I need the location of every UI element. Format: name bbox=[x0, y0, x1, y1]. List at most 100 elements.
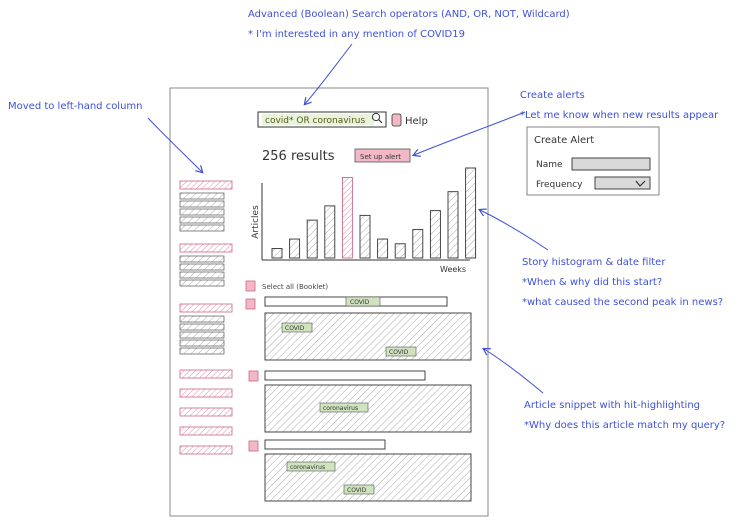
alerts-annotation-note: *Let me know when new results appear bbox=[520, 110, 719, 121]
filter-option[interactable] bbox=[179, 224, 225, 232]
hit-text: COVID bbox=[389, 349, 409, 356]
left-column-annotation-title: Moved to left-hand column bbox=[8, 101, 143, 112]
hit-highlight bbox=[319, 402, 369, 413]
help-icon bbox=[391, 113, 402, 127]
frequency-label: Frequency bbox=[536, 180, 583, 190]
y-axis-label: Articles bbox=[251, 205, 261, 239]
name-label: Name bbox=[536, 160, 563, 170]
alerts-arrow bbox=[414, 111, 526, 155]
filter-heading bbox=[179, 369, 233, 379]
filter-option[interactable] bbox=[179, 339, 225, 347]
snippet-annotation-note: *Why does this article match my query? bbox=[524, 420, 726, 431]
result-item[interactable]: coronavirus COVID bbox=[248, 439, 472, 502]
filter-option[interactable] bbox=[179, 279, 225, 287]
result-item[interactable]: coronavirus bbox=[248, 370, 472, 433]
alerts-annotation: Create alerts *Let me know when new resu… bbox=[520, 86, 718, 126]
histogram-bar[interactable] bbox=[306, 219, 318, 259]
result-checkbox[interactable] bbox=[248, 440, 259, 452]
hit-text: coronavirus bbox=[323, 405, 358, 412]
filter-heading bbox=[179, 243, 233, 253]
search-annotation-note: * I'm interested in any mention of COVID… bbox=[248, 29, 465, 40]
search-icon[interactable] bbox=[371, 112, 383, 124]
hit-highlight bbox=[281, 322, 313, 333]
search-query: covid* OR coronavirus bbox=[265, 116, 365, 126]
histogram-bar[interactable] bbox=[394, 243, 406, 259]
chevron-down-icon bbox=[635, 180, 646, 187]
hit-highlight bbox=[345, 296, 381, 307]
annotation-arrows bbox=[147, 43, 549, 394]
filter-option[interactable] bbox=[179, 200, 225, 208]
search-box[interactable]: covid* OR coronavirus bbox=[257, 111, 387, 128]
histogram-bar[interactable] bbox=[341, 177, 353, 259]
histogram-bar[interactable] bbox=[271, 248, 283, 259]
filter-option[interactable] bbox=[179, 192, 225, 200]
histogram-bar[interactable] bbox=[289, 238, 301, 259]
histogram-bar[interactable] bbox=[429, 210, 441, 259]
filter-heading bbox=[179, 303, 233, 313]
histogram-bar[interactable] bbox=[377, 238, 389, 259]
story-histogram[interactable]: Articles Weeks bbox=[251, 167, 477, 274]
search-annotation: Advanced (Boolean) Search operators (AND… bbox=[248, 5, 570, 45]
result-item[interactable]: COVID COVID COVID bbox=[245, 296, 472, 361]
filter-option[interactable] bbox=[179, 347, 225, 355]
hit-text: COVID bbox=[347, 487, 367, 494]
search-annotation-title: Advanced (Boolean) Search operators (AND… bbox=[248, 9, 570, 20]
left-column-filters bbox=[179, 180, 233, 455]
help-link[interactable]: Help bbox=[391, 113, 428, 127]
hit-text: COVID bbox=[350, 299, 370, 306]
filter-heading bbox=[179, 426, 233, 436]
create-alert-title: Create Alert bbox=[534, 135, 594, 146]
filter-option[interactable] bbox=[179, 323, 225, 331]
left-column-annotation: Moved to left-hand column bbox=[8, 97, 143, 117]
hit-text: COVID bbox=[285, 325, 305, 332]
filter-option[interactable] bbox=[179, 208, 225, 216]
hit-text: coronavirus bbox=[290, 464, 325, 471]
filter-option[interactable] bbox=[179, 331, 225, 339]
histogram-annotation-note-1: *When & why did this start? bbox=[522, 277, 663, 288]
filter-heading bbox=[179, 180, 233, 190]
article-snippet bbox=[264, 312, 472, 361]
hit-highlight bbox=[385, 346, 417, 357]
histogram-bar[interactable] bbox=[412, 229, 424, 259]
filter-heading bbox=[179, 388, 233, 398]
hit-highlight bbox=[343, 484, 375, 495]
histogram-bar[interactable] bbox=[447, 191, 459, 259]
result-checkbox[interactable] bbox=[245, 298, 256, 310]
results-count: 256 results bbox=[262, 149, 335, 164]
filter-option[interactable] bbox=[179, 315, 225, 323]
histogram-annotation: Story histogram & date filter *When & wh… bbox=[522, 253, 723, 313]
hit-highlight bbox=[286, 461, 336, 472]
result-checkbox[interactable] bbox=[248, 370, 259, 382]
frequency-select[interactable] bbox=[594, 176, 651, 190]
snippet-annotation-title: Article snippet with hit-highlighting bbox=[524, 400, 701, 411]
filter-option[interactable] bbox=[179, 255, 225, 263]
filter-option[interactable] bbox=[179, 216, 225, 224]
alerts-annotation-title: Create alerts bbox=[520, 90, 585, 101]
select-all-label: Select all (Booklet) bbox=[262, 283, 328, 291]
histogram-annotation-title: Story histogram & date filter bbox=[522, 257, 666, 268]
snippet-arrow bbox=[484, 349, 544, 394]
result-title[interactable] bbox=[264, 370, 426, 381]
result-title[interactable] bbox=[264, 439, 386, 450]
set-up-alert-label: Set up alert bbox=[360, 153, 401, 161]
name-field[interactable] bbox=[571, 157, 651, 171]
select-all-checkbox[interactable] bbox=[245, 280, 256, 292]
filter-option[interactable] bbox=[179, 263, 225, 271]
x-axis-label: Weeks bbox=[440, 265, 466, 274]
set-up-alert-button[interactable]: Set up alert bbox=[354, 148, 411, 163]
help-label: Help bbox=[405, 116, 428, 127]
histogram-annotation-note-2: *what caused the second peak in news? bbox=[522, 297, 724, 308]
histogram-bar[interactable] bbox=[465, 167, 477, 259]
histogram-arrow bbox=[480, 210, 549, 251]
filter-heading bbox=[179, 445, 233, 455]
left-column-arrow bbox=[147, 117, 202, 172]
histogram-bars bbox=[271, 167, 477, 259]
filter-option[interactable] bbox=[179, 271, 225, 279]
histogram-bar[interactable] bbox=[324, 205, 336, 259]
search-arrow bbox=[305, 43, 353, 104]
create-alert-panel: Create Alert Name Frequency bbox=[526, 126, 660, 196]
histogram-bar[interactable] bbox=[359, 214, 371, 259]
filter-heading bbox=[179, 407, 233, 417]
snippet-annotation: Article snippet with hit-highlighting *W… bbox=[524, 396, 725, 436]
